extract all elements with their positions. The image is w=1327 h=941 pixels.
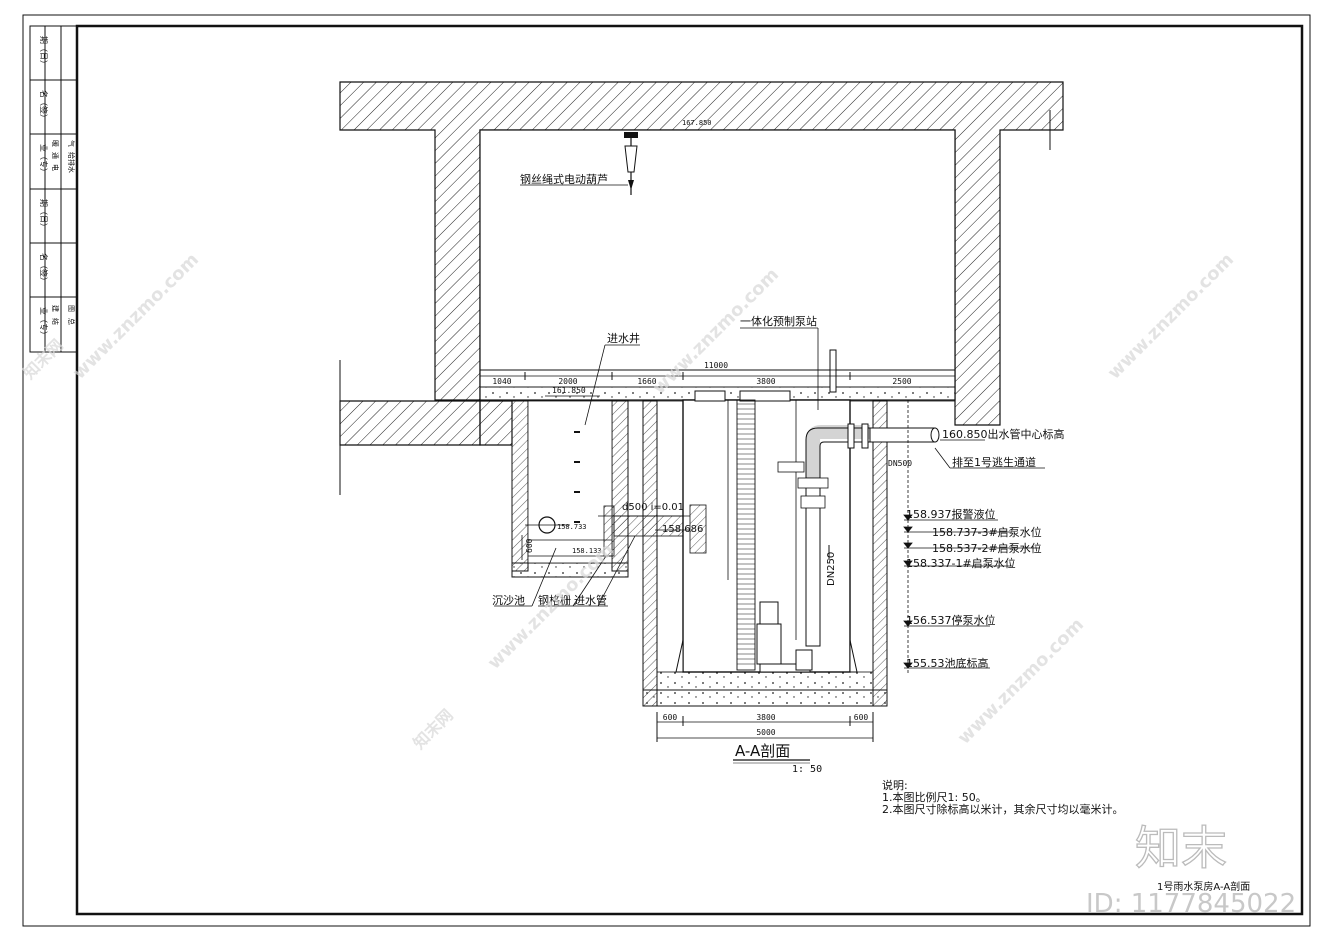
label-alarm-level: 158.937报警液位	[906, 507, 996, 521]
dim-b-seg-1: 600	[663, 713, 678, 722]
label-roof-level: 167.850	[682, 119, 712, 127]
tb-date-2: 期（日）	[39, 199, 48, 231]
frame-border	[75, 24, 1304, 916]
watermark-site-3: www.znzmo.com	[1104, 249, 1238, 383]
watermark-site-4: www.znzmo.com	[954, 614, 1088, 748]
dimension-bottom	[656, 712, 874, 742]
tb-col-h: 图	[67, 305, 75, 312]
tb-col-e: 给排水	[67, 152, 76, 173]
label-start-2: 158.537-2#启泵水位	[932, 541, 1042, 555]
dimension-top	[479, 365, 956, 381]
label-inlet-pipe-spec: d500 i=0.01	[622, 502, 684, 513]
note-1: 1.本图比例尺1: 50。	[882, 790, 987, 804]
label-hoist: 钢丝绳式电动葫芦	[520, 172, 608, 186]
watermark-cn-2: 知末网	[409, 705, 456, 752]
dim-total-top: 11000	[704, 361, 728, 370]
pump-station-tank	[675, 349, 940, 673]
ladder-rungs	[574, 431, 580, 523]
dim-seg-2: 2000	[558, 377, 577, 386]
label-dn250: DN250	[826, 552, 837, 586]
label-pump-station: 一体化预制泵站	[740, 314, 817, 328]
tb-col-a: 暖	[51, 140, 59, 147]
tb-col-d: 气	[67, 140, 76, 147]
label-start-3: 158.737-3#启泵水位	[932, 525, 1042, 539]
tank-ladder	[736, 399, 756, 671]
tb-col-g: 结	[51, 318, 60, 325]
electric-hoist	[624, 132, 638, 195]
basin-level-b: 158.133	[572, 547, 602, 555]
watermark-id: ID: 1177845022	[1086, 889, 1296, 919]
label-stop-level: 156.537停泵水位	[906, 613, 996, 627]
tb-col-b: 通	[51, 152, 60, 159]
leaders	[494, 184, 1045, 607]
label-grating: 钢格栅	[538, 593, 571, 607]
dim-seg-5: 2500	[892, 377, 911, 386]
tb-sign-2: 名（签）	[39, 253, 49, 285]
tb-col-c: 电	[51, 164, 60, 171]
sheet-border	[22, 14, 1311, 927]
section-title: A-A剖面	[735, 742, 790, 760]
note-2: 2.本图尺寸除标高以米计，其余尺寸均以毫米计。	[882, 802, 1124, 816]
section-scale: 1: 50	[792, 764, 822, 775]
level-markers	[903, 400, 1040, 675]
label-dn500: DN500	[888, 459, 912, 468]
tb-col-i: 总	[67, 318, 76, 325]
dim-b-seg-3: 600	[854, 713, 869, 722]
tb-date-1: 期（日）	[39, 36, 48, 68]
basin-level-a: 158.733	[557, 523, 587, 531]
drawing-name: 1号雨水泵房A-A剖面	[1157, 880, 1250, 893]
label-sand-basin: 沉沙池	[492, 594, 525, 607]
dim-b-total: 5000	[756, 728, 775, 737]
title-block: 期（日） 名（签） 业（专） 期（日） 名（签） 业（专） 暖 通 电 气 给排…	[29, 25, 78, 353]
inlet-well: 158.733 158.133 600 161.850	[511, 386, 695, 578]
notes-heading: 说明:	[882, 778, 908, 792]
dim-seg-4: 3800	[756, 377, 775, 386]
label-inlet-well: 进水井	[607, 331, 640, 345]
label-bottom-level: 155.53池底标高	[906, 656, 989, 670]
floor-level: 161.850	[552, 386, 586, 395]
label-outlet-center: 160.850出水管中心标高	[942, 427, 1065, 441]
tb-major-1: 业（专）	[39, 144, 49, 176]
dim-seg-3: 1660	[637, 377, 656, 386]
tb-sign-1: 名（签）	[39, 90, 49, 122]
dim-seg-1: 1040	[492, 377, 511, 386]
label-start-1: 158.337-1#启泵水位	[906, 556, 1016, 570]
label-inlet-pipe-level: 158.686	[662, 524, 703, 535]
dim-600-vertical: 600	[525, 538, 534, 553]
tb-major-2: 业（专）	[39, 307, 49, 339]
watermark-cn-1: 知末网	[19, 335, 66, 382]
label-inlet-pipe: 进水管	[574, 593, 607, 607]
dim-b-seg-2: 3800	[756, 713, 775, 722]
watermark-brand: 知末	[1135, 821, 1227, 875]
label-discharge: 排至1号逃生通道	[952, 455, 1036, 469]
tb-col-f: 建	[51, 305, 60, 312]
watermark-site-1: www.znzmo.com	[69, 249, 203, 383]
